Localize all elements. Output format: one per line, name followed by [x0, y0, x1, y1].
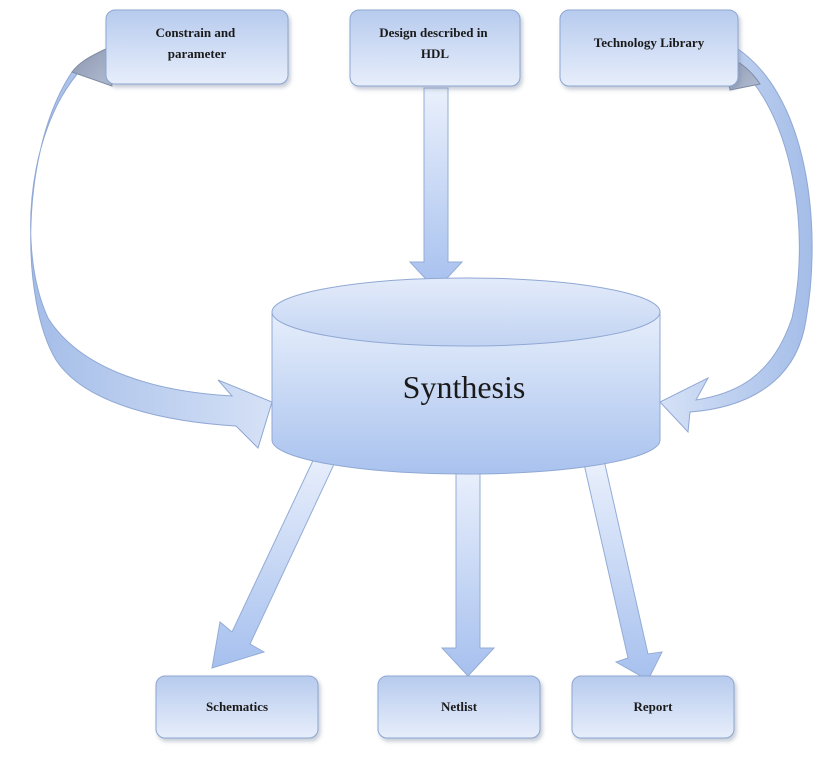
synthesis-process: Synthesis	[271, 277, 661, 475]
netlist-label: Netlist	[441, 699, 478, 714]
netlist-box: Netlist	[377, 675, 541, 739]
arrow-synthesis-to-report	[583, 459, 663, 681]
technology-library-box: Technology Library	[559, 9, 739, 87]
constraints-box: Constrain and parameter	[105, 9, 289, 85]
synthesis-label: Synthesis	[403, 369, 526, 405]
hdl-label-line2: HDL	[421, 46, 450, 61]
technology-library-label: Technology Library	[594, 35, 705, 50]
arrow-synthesis-to-schematics	[211, 449, 337, 669]
hdl-label-line1: Design described in	[379, 25, 488, 40]
svg-text:Design described in HDL: Design described in HDL	[379, 25, 491, 61]
curved-arrow-library-to-synthesis	[659, 43, 813, 434]
svg-text:Constrain and parameter: Constrain and parameter	[155, 25, 238, 61]
arrow-hdl-to-synthesis	[408, 87, 464, 291]
constraints-label-line1: Constrain and	[155, 25, 236, 40]
schematics-label: Schematics	[206, 699, 268, 714]
report-box: Report	[571, 675, 735, 739]
schematics-box: Schematics	[155, 675, 319, 739]
hdl-box: Design described in HDL	[349, 9, 521, 87]
curved-arrow-constraints-to-synthesis	[30, 47, 273, 449]
arrow-synthesis-to-netlist	[440, 467, 496, 677]
constraints-label-line2: parameter	[168, 46, 227, 61]
report-label: Report	[634, 699, 674, 714]
